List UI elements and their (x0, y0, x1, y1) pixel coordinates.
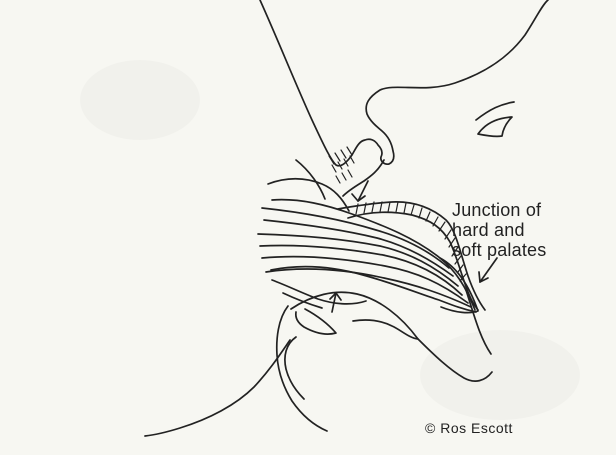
baby-profile-line (260, 0, 548, 166)
tongue (291, 292, 418, 339)
stretched-nipple-bottom (271, 267, 476, 312)
upper-arrowhead (352, 194, 365, 201)
baby-eye (478, 117, 512, 136)
baby-neck-outline (145, 340, 290, 436)
lower-lip (296, 309, 336, 334)
junction-label: Junction of hard and soft palates (452, 200, 546, 260)
junction-label-line-3: soft palates (452, 240, 546, 260)
breast-lower-contour-2 (283, 293, 322, 308)
breast-lower-contour (272, 280, 366, 304)
breast-upper-contour (268, 179, 349, 211)
junction-label-line-1: Junction of (452, 200, 546, 220)
junction-label-line-2: hard and (452, 220, 546, 240)
jaw-chin-line (285, 337, 304, 399)
artist-credit: © Ros Escott (425, 420, 513, 436)
mouth-line (418, 339, 492, 381)
